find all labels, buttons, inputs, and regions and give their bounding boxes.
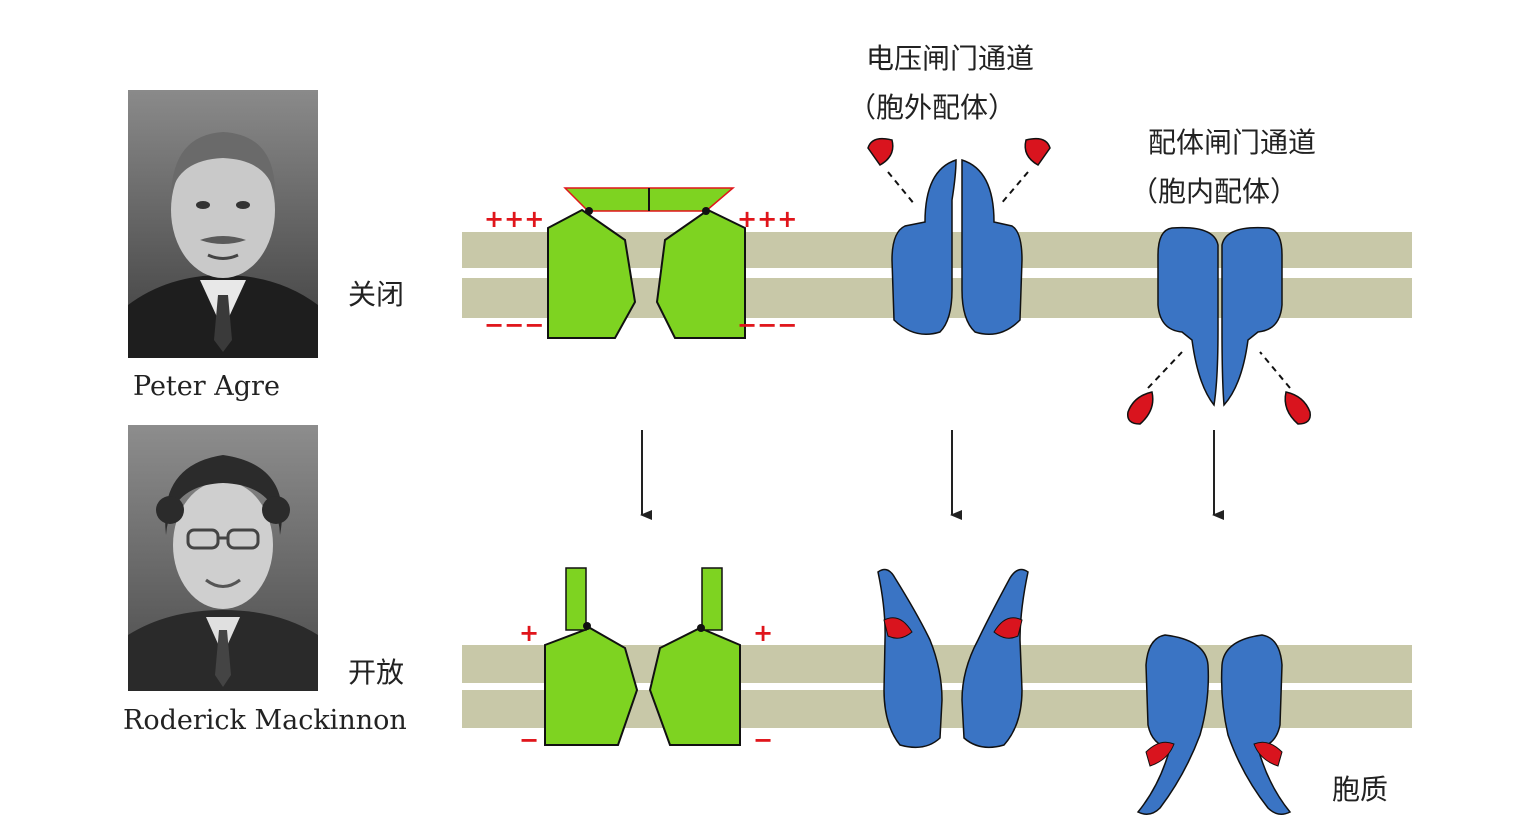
ligand-red (1145, 741, 1175, 767)
charge-open-outer-right: + (753, 619, 773, 647)
name-peter-agre: Peter Agre (133, 371, 280, 402)
hinge-dot (583, 622, 591, 630)
ligand-red (1284, 391, 1311, 425)
state-label-closed: 关闭 (348, 278, 405, 311)
transition-arrows (640, 430, 1224, 520)
hinge-dot (585, 207, 593, 215)
charge-closed-outer-left: +++ (484, 205, 544, 233)
charge-open-inner-right: − (753, 726, 773, 754)
voltage-channel-title: 电压闸门通道 (866, 42, 1035, 75)
intracellular-channel-open (1136, 634, 1292, 815)
hinge-dot (702, 207, 710, 215)
ligand-red (1024, 137, 1051, 166)
voltage-gate-closed-green (547, 187, 746, 339)
portrait-illustration-mackinnon (128, 425, 318, 691)
ligand-red (867, 137, 894, 166)
state-label-open: 开放 (348, 656, 405, 689)
photo-peter-agre (128, 90, 318, 358)
ligand-red (883, 617, 913, 639)
ligand-red (1127, 391, 1154, 425)
charge-closed-inner-left: −−− (484, 311, 544, 339)
voltage-channel-subtitle: （胞外配体） (848, 91, 1017, 124)
ligand-red (1253, 741, 1283, 767)
portrait-illustration-agre (128, 90, 318, 358)
extracellular-channel-closed (867, 137, 1051, 335)
charge-labels: +++ +++ −−− −−− + + − − (484, 205, 797, 754)
hinge-dot (697, 624, 705, 632)
charge-closed-outer-right: +++ (737, 205, 797, 233)
intracellular-channel-closed (1127, 226, 1311, 425)
charge-open-outer-left: + (519, 619, 539, 647)
charge-closed-inner-right: −−− (737, 311, 797, 339)
charge-open-inner-left: − (519, 726, 539, 754)
ligand-channel-subtitle: （胞内配体） (1130, 175, 1299, 208)
voltage-gate-open-green (544, 567, 741, 746)
ligand-channel-title: 配体闸门通道 (1148, 126, 1317, 159)
cytoplasm-label: 胞质 (1332, 773, 1389, 806)
ligand-red (993, 617, 1023, 639)
extracellular-channel-open (877, 568, 1029, 749)
name-roderick-mackinnon: Roderick Mackinnon (123, 705, 407, 736)
photo-roderick-mackinnon (128, 425, 318, 691)
